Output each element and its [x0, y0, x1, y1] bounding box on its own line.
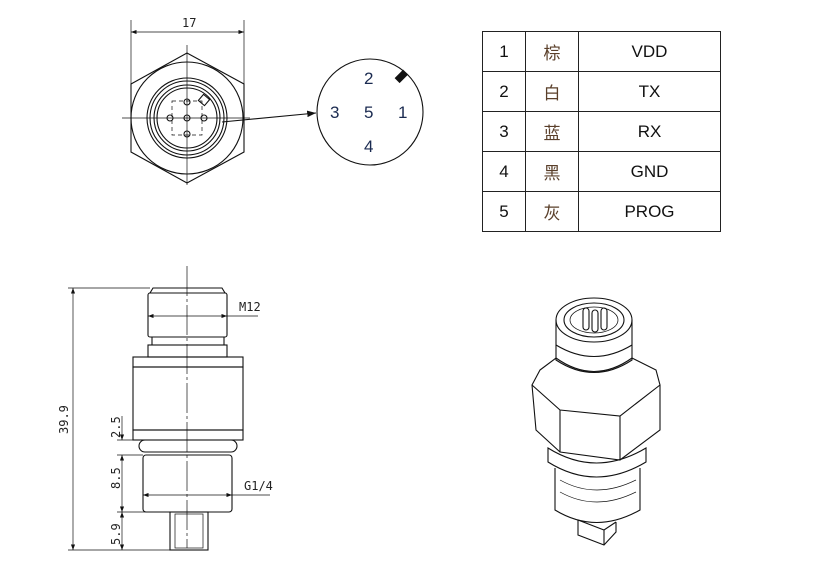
key-mark	[394, 69, 409, 84]
width-dim-label: 17	[182, 16, 196, 30]
wire-color: 黑	[525, 151, 579, 192]
pin-number: 5	[482, 191, 526, 232]
wire-color: 蓝	[525, 111, 579, 152]
total-height-label: 39.9	[57, 405, 71, 434]
g14-label: G1/4	[244, 479, 273, 493]
signal-name: GND	[578, 151, 721, 192]
pin-5-label: 5	[364, 103, 373, 122]
wire-color: 灰	[525, 191, 579, 232]
pin-4-label: 4	[364, 137, 373, 156]
pin-detail: 1 2 3 4 5	[316, 58, 424, 166]
isometric-view	[531, 297, 661, 546]
key-notch	[197, 93, 211, 107]
pin-1-label: 1	[398, 103, 407, 122]
signal-name: PROG	[578, 191, 721, 232]
detail-arrow	[221, 110, 317, 123]
side-view: M12 G1/4 39.9 2.5 8.5 5.9	[57, 266, 273, 551]
pin-number: 1	[482, 31, 526, 72]
pin-number: 2	[482, 71, 526, 112]
top-view: 17	[122, 16, 317, 185]
m12-label: M12	[239, 300, 261, 314]
signal-name: VDD	[578, 31, 721, 72]
wire-color: 白	[525, 71, 579, 112]
signal-name: RX	[578, 111, 721, 152]
wire-color: 棕	[525, 31, 579, 72]
pin-number: 3	[482, 111, 526, 152]
dim-8-5-label: 8.5	[109, 467, 123, 489]
dim-5-9-label: 5.9	[109, 523, 123, 545]
pin-3-label: 3	[330, 103, 339, 122]
dim-2-5-label: 2.5	[109, 416, 123, 438]
pin-2-label: 2	[364, 69, 373, 88]
signal-name: TX	[578, 71, 721, 112]
pin-number: 4	[482, 151, 526, 192]
